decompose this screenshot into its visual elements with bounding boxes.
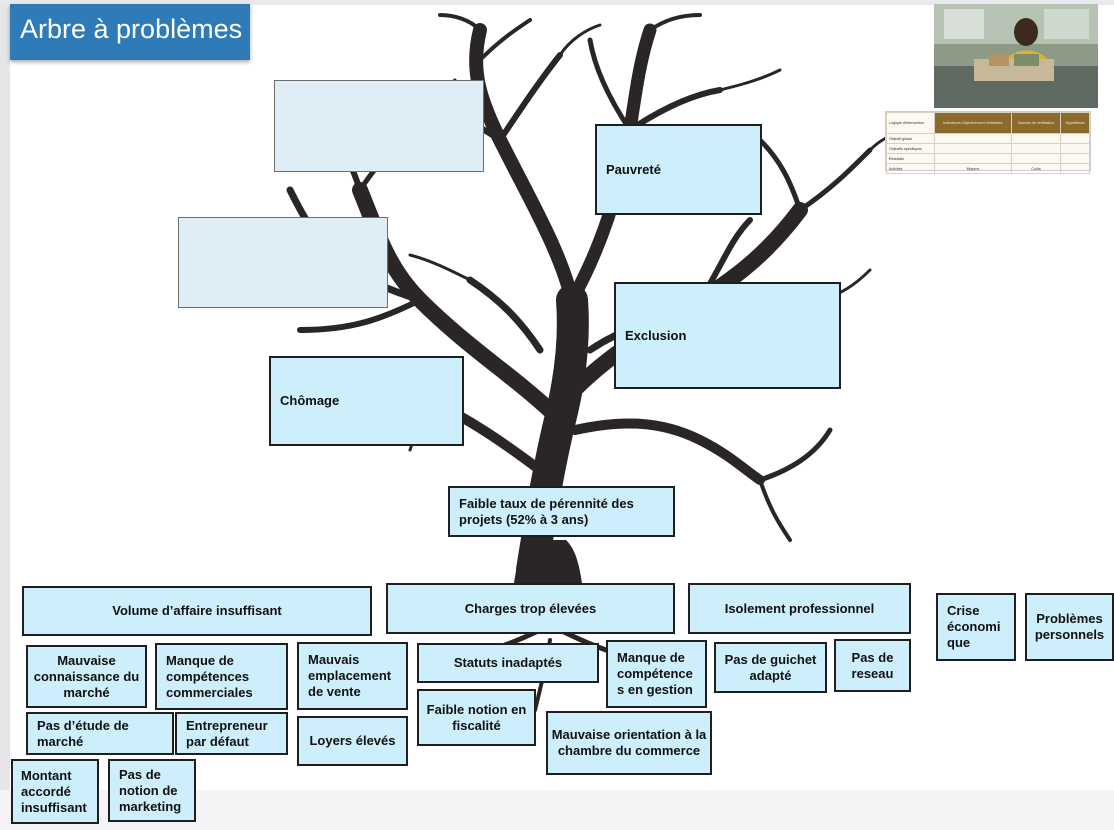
table-header-cell: Logique d'intervention — [886, 112, 935, 134]
cause-crise-economique[interactable]: Crise économi que — [936, 593, 1016, 661]
consequence-pauvrete[interactable]: Pauvreté — [595, 124, 762, 215]
cause-charges-elevees[interactable]: Charges trop élevées — [386, 583, 675, 634]
cause-pas-notion-marketing[interactable]: Pas de notion de marketing — [108, 759, 196, 822]
table-cell: Coûts — [1010, 163, 1062, 174]
cause-mauvaise-orientation[interactable]: Mauvaise orientation à la chambre du com… — [546, 711, 712, 775]
cause-isolement[interactable]: Isolement professionnel — [688, 583, 911, 634]
table-cell: Objectifs spécifiques — [886, 143, 935, 154]
table-header-cell: Hypothèses — [1060, 112, 1090, 134]
thumbnail-photo — [934, 4, 1098, 108]
table-cell: Résultats — [886, 153, 935, 164]
table-header-cell: Indicateurs Objectivement Vérifiables — [933, 112, 1012, 134]
central-problem-box[interactable]: Faible taux de pérennité des projets (52… — [448, 486, 675, 537]
cause-pas-etude-marche[interactable]: Pas d’étude de marché — [26, 712, 174, 755]
cause-volume-affaire[interactable]: Volume d’affaire insuffisant — [22, 586, 372, 636]
table-cell: Moyens — [933, 163, 1012, 174]
table-header-cell: Sources de vérification — [1010, 112, 1062, 134]
consequence-chomage[interactable]: Chômage — [269, 356, 464, 446]
slide-title: Arbre à problèmes — [10, 4, 250, 60]
cause-faible-notion-fiscalite[interactable]: Faible notion en fiscalité — [417, 689, 536, 746]
thumbnail-logframe-table: Logique d'intervention Indicateurs Objec… — [885, 111, 1091, 174]
cause-montant-insuffisant[interactable]: Montant accordé insuffisant — [11, 759, 99, 824]
table-cell: Activités — [886, 163, 935, 174]
cause-manque-competences-gestion[interactable]: Manque de compétence s en gestion — [606, 640, 707, 708]
cause-loyers-eleves[interactable]: Loyers élevés — [297, 716, 408, 766]
cause-entrepreneur-par-defaut[interactable]: Entrepreneur par défaut — [175, 712, 288, 755]
cause-manque-competences-commerciales[interactable]: Manque de compétences commerciales — [155, 643, 288, 710]
cause-pas-de-guichet[interactable]: Pas de guichet adapté — [714, 642, 827, 693]
cause-mauvais-emplacement[interactable]: Mauvais emplacement de vente — [297, 642, 408, 710]
window-frame-left — [0, 0, 10, 830]
empty-consequence-box-2[interactable] — [178, 217, 388, 308]
cause-statuts-inadaptes[interactable]: Statuts inadaptés — [417, 643, 599, 683]
empty-consequence-box-1[interactable] — [274, 80, 484, 172]
table-cell: Objectif global — [886, 133, 935, 144]
cause-problemes-personnels[interactable]: Problèmes personnels — [1025, 593, 1114, 661]
cause-pas-de-reseau[interactable]: Pas de reseau — [834, 639, 911, 692]
cause-mauvaise-connaissance[interactable]: Mauvaise connaissance du marché — [26, 645, 147, 708]
window-frame-top — [0, 0, 1114, 5]
consequence-exclusion[interactable]: Exclusion — [614, 282, 841, 389]
